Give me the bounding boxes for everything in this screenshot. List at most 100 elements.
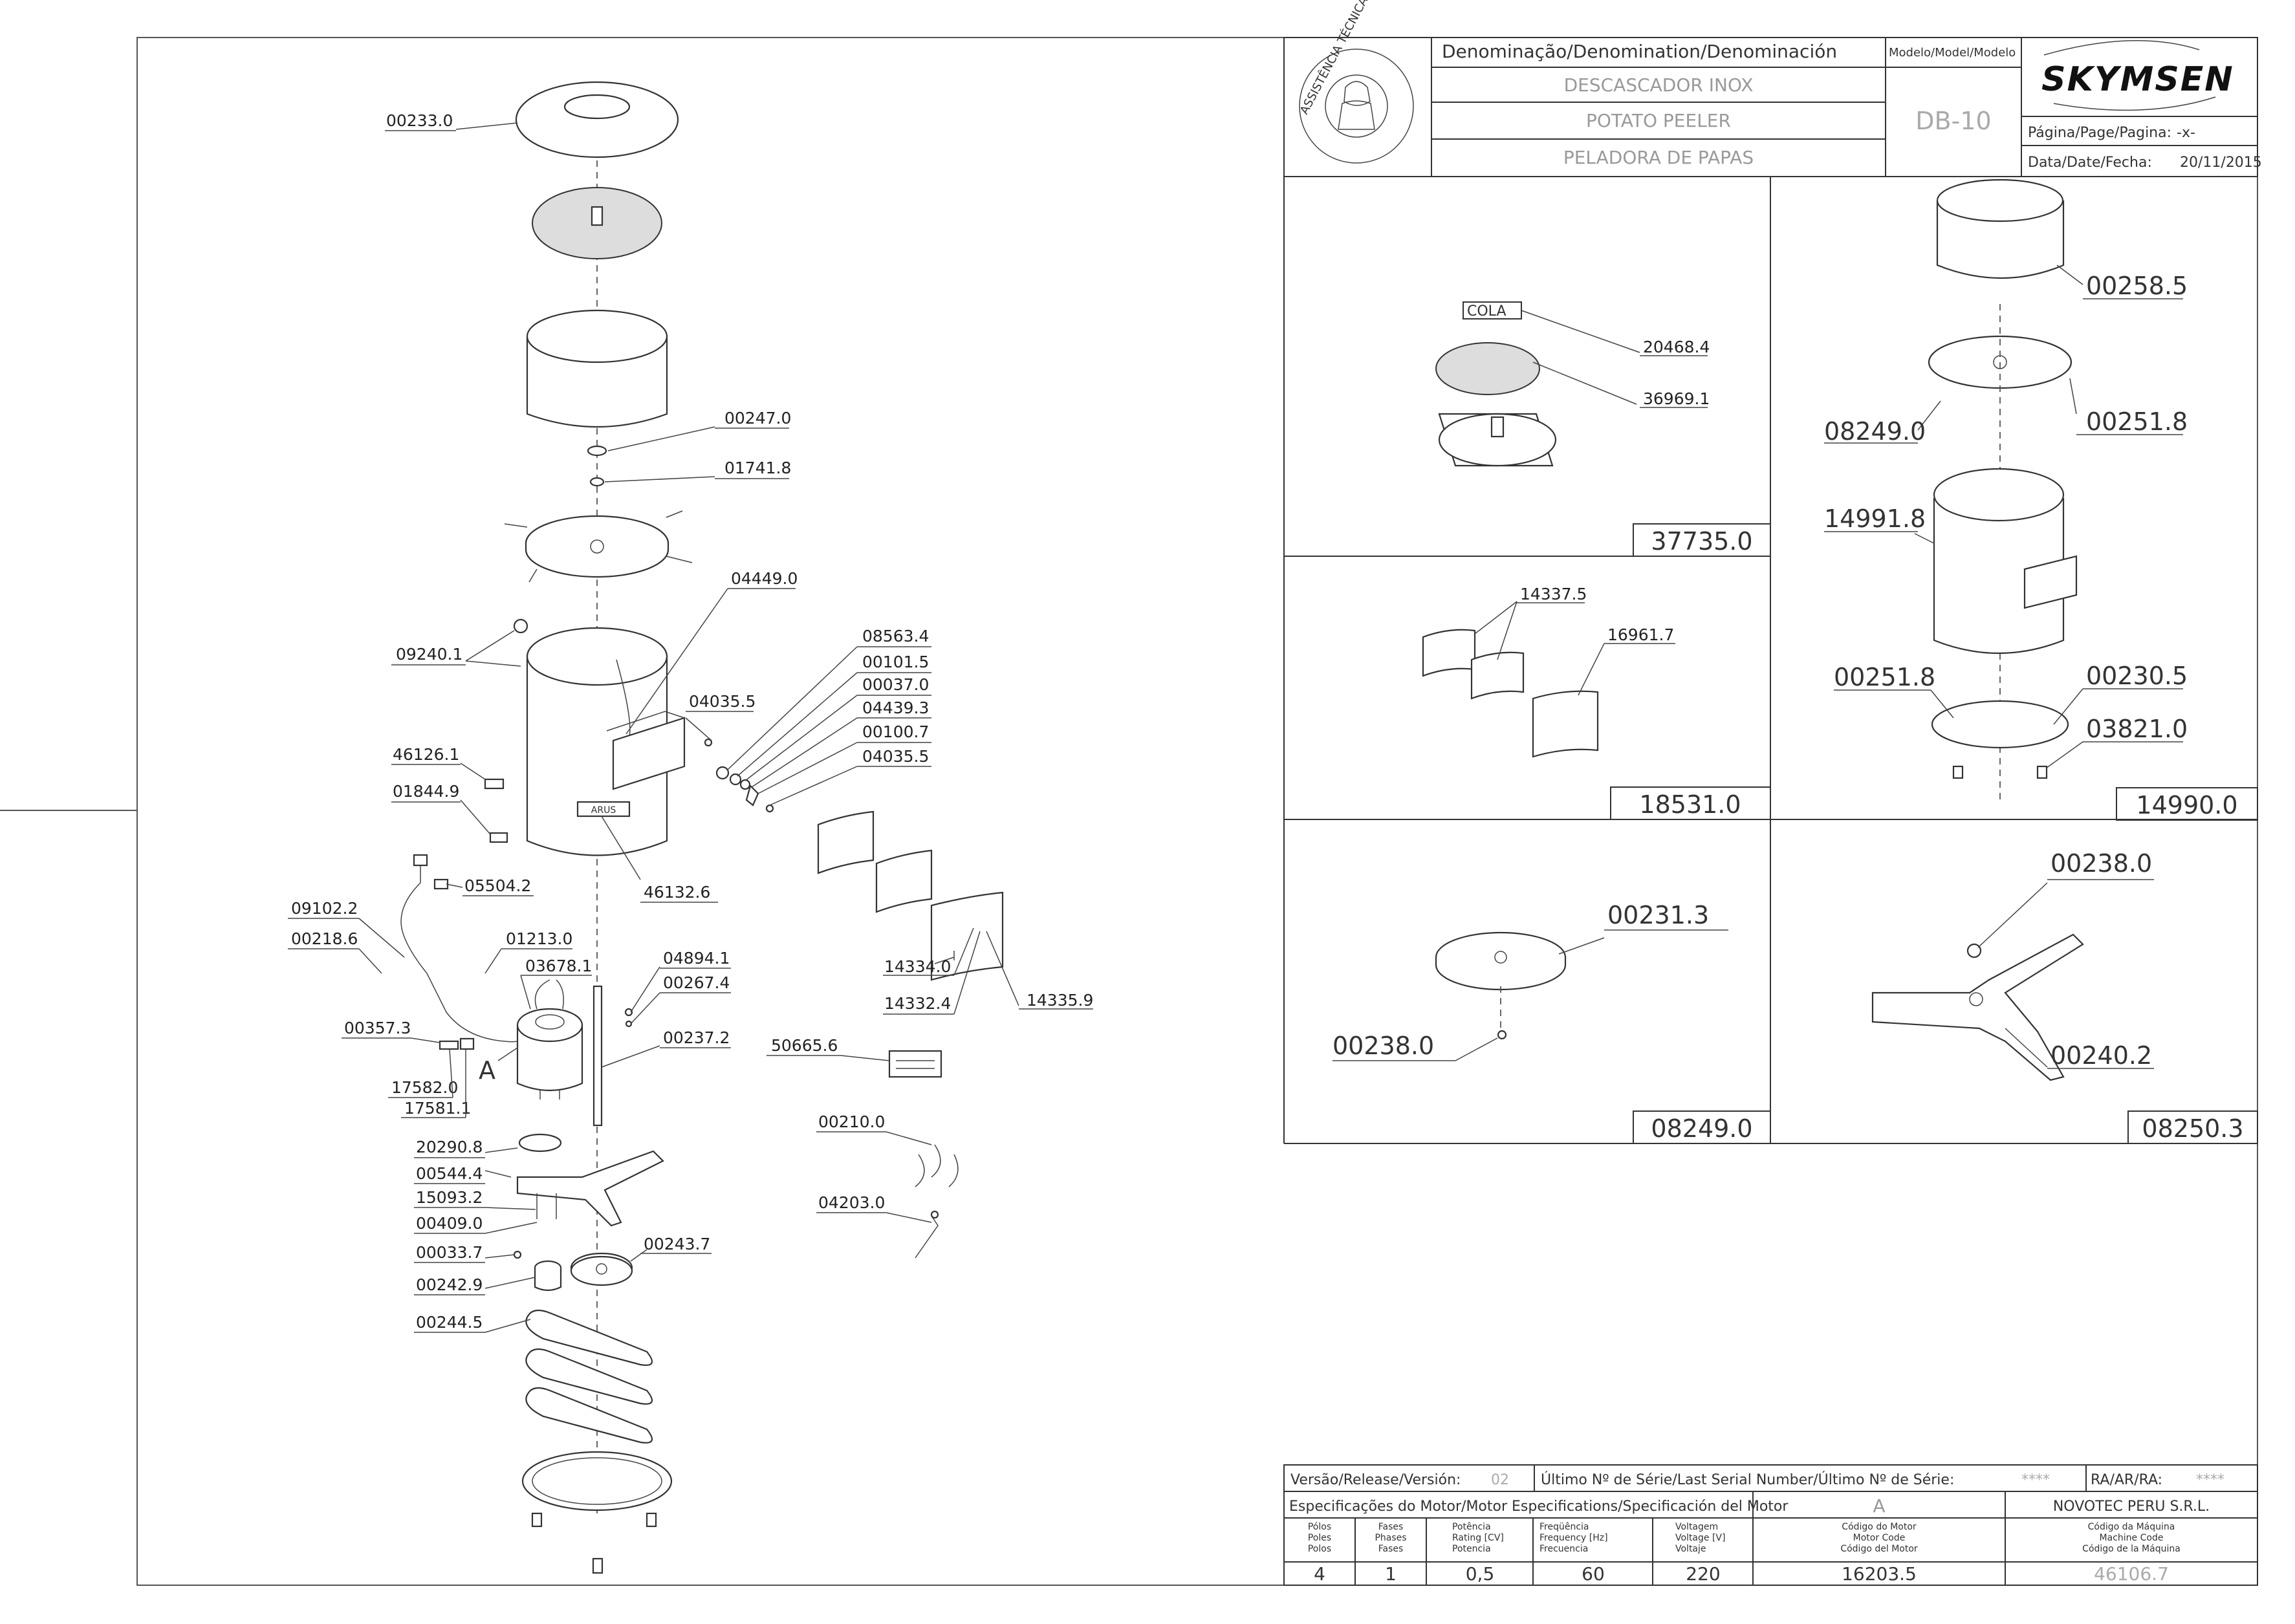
label-00267-4: 00267.4 (663, 973, 730, 992)
label-17582-0: 17582.0 (391, 1078, 458, 1097)
cola-label: COLA (1467, 303, 1506, 319)
freq-label-pt: Freqüência (1539, 1522, 1589, 1532)
machine-code-value: 46106.7 (2094, 1563, 2169, 1585)
panel-code-08250: 08250.3 (2142, 1114, 2243, 1143)
label-00037-0: 00037.0 (862, 675, 929, 694)
label-01844-9: 01844.9 (393, 782, 459, 801)
label-20468-4: 20468.4 (1643, 338, 1710, 356)
phases-label-pt: Fases (1378, 1522, 1404, 1532)
page-value: -x- (2177, 125, 2195, 141)
label-20290-8: 20290.8 (416, 1138, 483, 1156)
label-00238-0-right: 00238.0 (2050, 849, 2152, 878)
label-00210-0: 00210.0 (818, 1112, 885, 1131)
panel-code-37735: 37735.0 (1651, 527, 1752, 556)
header-block: ASSISTÊNCIA TÉCNICA AUTORIZADA Denominaç… (1283, 0, 2262, 177)
label-04035-5-top: 04035.5 (689, 692, 756, 711)
label-14334-0: 14334.0 (884, 957, 951, 976)
label-08563-4: 08563.4 (862, 627, 929, 645)
machine-code-label-pt: Código da Máquina (2088, 1522, 2175, 1532)
name-spanish: PELADORA DE PAPAS (1563, 147, 1754, 168)
motor-code-label-es: Código del Motor (1840, 1544, 1918, 1554)
label-04894-1: 04894.1 (663, 949, 730, 968)
label-00101-5: 00101.5 (862, 653, 929, 671)
motor-code-value: 16203.5 (1842, 1563, 1917, 1585)
panel-14990: 00258.5 08249.0 00251.8 14991.8 00251.8 … (1824, 179, 2258, 821)
label-00247-0: 00247.0 (724, 409, 791, 428)
date-label: Data/Date/Fecha: (2028, 155, 2152, 171)
title-block: Versão/Release/Versión: 02 Último Nº de … (1283, 1464, 2258, 1586)
label-14337-5: 14337.5 (1520, 585, 1587, 603)
label-00251-8-bottom: 00251.8 (1834, 663, 1935, 691)
poles-label-pt: Pólos (1308, 1522, 1331, 1532)
page-label: Página/Page/Pagina: (2028, 125, 2171, 141)
motor-code-label-pt: Código do Motor (1842, 1522, 1917, 1532)
poles-label-en: Poles (1308, 1533, 1331, 1543)
label-17581-1: 17581.1 (404, 1099, 471, 1118)
name-portuguese: DESCASCADOR INOX (1564, 74, 1754, 96)
label-00243-7: 00243.7 (644, 1235, 710, 1253)
label-14335-9: 14335.9 (1027, 991, 1093, 1010)
machine-code-label-en: Machine Code (2100, 1533, 2164, 1543)
version-value: 02 (1491, 1472, 1509, 1488)
label-00230-5: 00230.5 (2086, 662, 2188, 690)
poles-label-es: Polos (1308, 1544, 1331, 1554)
motor-spec-letter: A (1873, 1495, 1885, 1517)
label-00242-9: 00242.9 (416, 1275, 483, 1294)
label-14991-8: 14991.8 (1824, 504, 1926, 533)
label-09102-2: 09102.2 (291, 899, 358, 918)
label-50665-6: 50665.6 (771, 1036, 838, 1055)
voltage-label-en: Voltage [V] (1675, 1533, 1725, 1543)
label-00218-6: 00218.6 (291, 929, 358, 948)
power-label-es: Potencia (1452, 1544, 1491, 1554)
ra-label: RA/AR/RA: (2091, 1472, 2162, 1488)
label-00237-2: 00237.2 (663, 1028, 730, 1047)
body-brand-plate: ARUS (591, 805, 616, 816)
label-46132-6: 46132.6 (644, 883, 710, 902)
voltage-value: 220 (1686, 1563, 1720, 1585)
label-00233-0: 00233.0 (386, 111, 453, 130)
seal-text: ASSISTÊNCIA TÉCNICA AUTORIZADA (1297, 0, 1409, 116)
label-00251-8-top: 00251.8 (2086, 407, 2188, 436)
label-01213-0: 01213.0 (506, 929, 572, 948)
panel-08249: 00231.3 00238.0 08249.0 (1332, 901, 1771, 1144)
label-03821-0: 03821.0 (2086, 715, 2188, 743)
label-00544-4: 00544.4 (416, 1164, 483, 1183)
freq-label-en: Frequency [Hz] (1539, 1533, 1608, 1543)
label-00033-7: 00033.7 (416, 1243, 483, 1262)
label-00258-5: 00258.5 (2086, 272, 2188, 300)
label-04035-5-bottom: 04035.5 (862, 747, 929, 766)
label-00238-0-left: 00238.0 (1332, 1032, 1434, 1060)
motor-code-label-en: Motor Code (1853, 1533, 1906, 1543)
voltage-label-es: Voltaje (1675, 1544, 1706, 1554)
version-label: Versão/Release/Versión: (1290, 1472, 1461, 1488)
machine-code-label-es: Código de la Máquina (2082, 1544, 2181, 1554)
power-label-pt: Potência (1452, 1522, 1491, 1532)
motor-spec-label: Especificações do Motor/Motor Especifica… (1289, 1499, 1789, 1515)
panel-37735: COLA 20468.4 36969.1 37735.0 (1435, 301, 1771, 557)
label-16961-7: 16961.7 (1607, 625, 1674, 644)
motor (516, 979, 583, 1099)
label-46126-1: 46126.1 (393, 745, 459, 764)
label-00100-7: 00100.7 (862, 722, 929, 741)
label-04203-0: 04203.0 (818, 1193, 885, 1212)
label-00240-2: 00240.2 (2050, 1041, 2152, 1070)
authorized-service-seal: ASSISTÊNCIA TÉCNICA AUTORIZADA (1297, 0, 1414, 164)
serial-label: Último Nº de Série/Last Serial Number/Úl… (1541, 1471, 1954, 1488)
label-04439-3: 04439.3 (862, 698, 929, 717)
label-01741-8: 01741.8 (724, 459, 791, 477)
panel-18531: 14337.5 16961.7 18531.0 (1422, 585, 1771, 820)
power-label-en: Rating [CV] (1452, 1533, 1504, 1543)
label-15093-2: 15093.2 (416, 1188, 483, 1207)
main-exploded-view: 00233.0 00247.0 01741.8 0924 (288, 81, 1093, 1574)
poles-value: 4 (1314, 1563, 1325, 1585)
panel-code-14990: 14990.0 (2136, 791, 2237, 819)
label-00357-3: 00357.3 (344, 1019, 411, 1037)
denomination-label: Denominação/Denomination/Denominación (1442, 41, 1837, 62)
label-00231-3: 00231.3 (1607, 901, 1709, 929)
date-value: 20/11/2015 (2180, 155, 2262, 171)
voltage-label-pt: Voltagem (1675, 1522, 1718, 1532)
sheet-border (136, 37, 2258, 1586)
model-label: Modelo/Model/Modelo (1889, 46, 2016, 60)
phases-label-es: Fases (1378, 1544, 1404, 1554)
